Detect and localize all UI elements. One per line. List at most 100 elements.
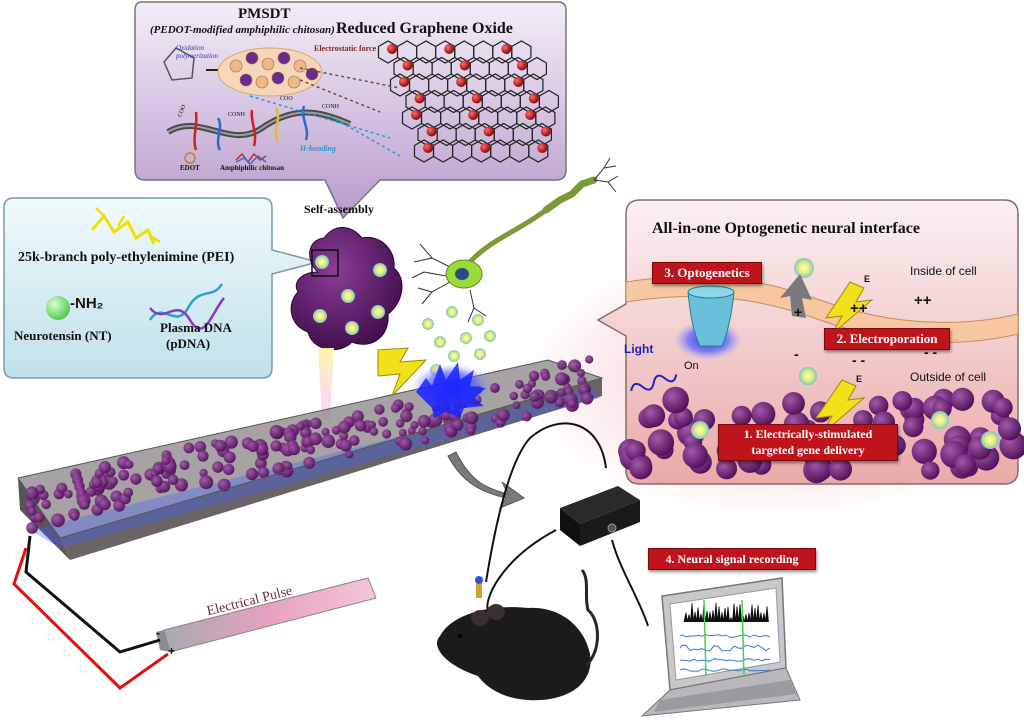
probe-bead [80, 500, 90, 510]
field-label: E [864, 274, 871, 284]
probe-bead [568, 359, 582, 373]
probe-bead [98, 498, 111, 511]
probe-bead [199, 475, 214, 490]
probe-bead [544, 389, 558, 404]
edot-ring-icon [163, 47, 195, 81]
tissue-bead [993, 397, 1013, 418]
tissue-bead [921, 461, 940, 480]
probe-bead [269, 425, 284, 439]
tissue-bead [682, 442, 708, 469]
probe-bead [378, 416, 388, 427]
pmsdt-bead [293, 59, 307, 73]
self-assembly-label: Self-assembly [304, 202, 374, 216]
group-label: CONH [322, 104, 340, 110]
tissue-bead [642, 404, 666, 428]
negative-charge-icon [399, 77, 409, 87]
pulse-plus-label: + [168, 644, 176, 658]
pmsdt-bead [261, 57, 275, 71]
pei-label: 25k-branch poly-ethylenimine (PEI) [18, 250, 235, 265]
negative-charge-icon [411, 110, 421, 120]
probe-bead [296, 421, 305, 431]
nanocomplex-icon [313, 309, 327, 323]
nanocomplex-icon [691, 421, 709, 439]
pmsdt-callout [134, 1, 567, 220]
laptop-computer [640, 577, 801, 717]
light-burst-icon [412, 362, 492, 418]
probe-bead [338, 420, 351, 434]
negative-charge-icon [423, 143, 433, 153]
nanocomplex-icon [373, 263, 387, 277]
step-gene-delivery-line2: targeted gene delivery [751, 443, 865, 457]
pmsdt-subtitle: (PEDOT-modified amphiphilic chitosan) [150, 24, 335, 36]
on-label: On [684, 360, 699, 372]
tissue-bead [782, 392, 805, 415]
probe-bead [194, 441, 207, 453]
negative-charge-icon [537, 143, 548, 153]
neural-probe [17, 355, 604, 560]
down-arrow-icon [447, 451, 526, 510]
negative-charge-icon [540, 126, 551, 137]
probe-bead [528, 370, 540, 382]
probe-bead [161, 456, 171, 466]
probe-bead [123, 487, 134, 498]
reduced-graphene-oxide-sheet [377, 40, 560, 163]
probe-bead [34, 512, 45, 523]
light-label: Light [624, 342, 654, 356]
nanocomplex-icon [446, 306, 458, 318]
tissue-bead [829, 457, 852, 481]
tissue-bead [716, 458, 738, 480]
probe-bead [522, 383, 533, 394]
probe-bead [390, 403, 401, 413]
mouse-animal [437, 569, 599, 701]
probe-bead [349, 435, 360, 446]
nanocomplex-icon [799, 367, 817, 385]
probe-bead [382, 429, 392, 439]
electrostatic-label: Electrostatic force [314, 44, 377, 53]
step-gene-delivery-badge: 1. Electrically-stimulated targeted gene… [718, 424, 898, 461]
probe-bead [374, 404, 385, 415]
nanocomplex-icon [434, 336, 446, 348]
materials-callout [3, 197, 321, 379]
probe-bead [94, 468, 104, 478]
probe-bead [309, 432, 322, 446]
neuron-cell [411, 157, 619, 323]
group-label: CONH [228, 112, 246, 118]
probe-bead [223, 463, 235, 476]
probe-bead [270, 440, 282, 452]
probe-bead [245, 467, 259, 481]
pmsdt-bead [287, 75, 301, 89]
edot-legend-icon [184, 152, 196, 164]
nanocomplex-icon [460, 332, 472, 344]
tissue-bead [868, 395, 889, 416]
tissue-bead [954, 454, 976, 476]
negative-charge-icon [426, 126, 437, 137]
step-optogenetics-badge: 3. Optogenetics [652, 262, 762, 284]
probe-bead [247, 440, 259, 453]
probe-bead [64, 489, 73, 499]
probe-bead [489, 383, 500, 393]
probe-bead [400, 409, 413, 423]
probe-bead [306, 445, 316, 455]
field-bolt-lower-icon [814, 379, 866, 435]
probe-bead [174, 478, 188, 492]
stimulus-marker [741, 599, 745, 677]
probe-bead [515, 379, 524, 389]
probe-bead [339, 439, 352, 452]
probe-bead [272, 462, 285, 475]
tissue-bead [892, 391, 913, 411]
probe-bead [310, 417, 322, 430]
probe-bead [321, 427, 330, 437]
graphene-hex [526, 56, 548, 81]
signal-trace [679, 668, 771, 672]
negative-charge-icon [414, 93, 425, 104]
probe-bead [417, 414, 431, 428]
probe-bead [197, 450, 209, 462]
step-gene-delivery-line1: 1. Electrically-stimulated [743, 427, 873, 441]
tissue-bead [950, 387, 975, 411]
probe-bead [108, 476, 119, 487]
probe-bead [85, 486, 97, 497]
probe-bead [26, 522, 38, 534]
probe-bead [118, 469, 130, 481]
probe-bead [212, 461, 224, 473]
probe-bead [110, 490, 123, 503]
